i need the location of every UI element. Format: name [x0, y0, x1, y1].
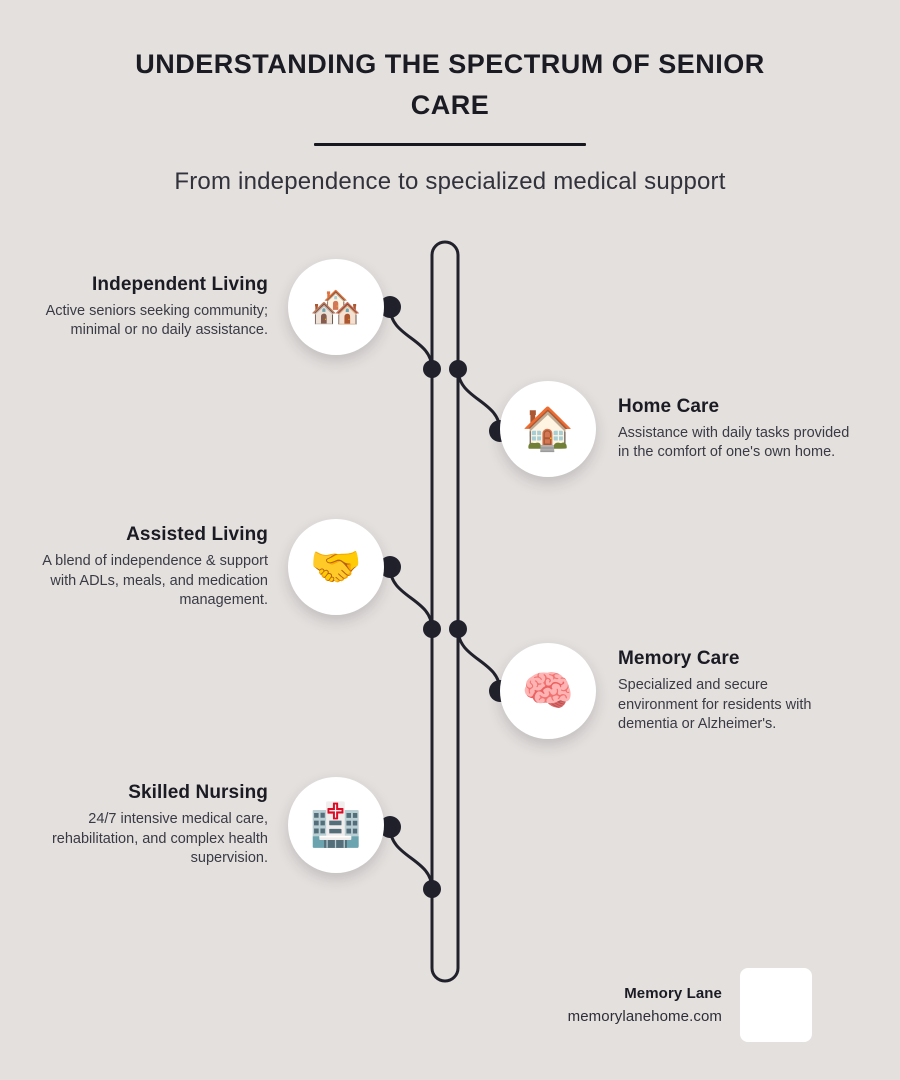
junction-dot-5	[423, 880, 441, 898]
brand-logo	[740, 968, 812, 1042]
junction-dot-3	[423, 620, 441, 638]
brain-icon: 🧠	[521, 667, 575, 714]
footer-text: Memory Lane memorylanehome.com	[568, 985, 740, 1025]
timeline-stage-assisted-living[interactable]: Assisted Living A blend of independence …	[36, 519, 384, 615]
house-icon: 🏠	[521, 405, 575, 452]
branch-independent-living	[388, 305, 434, 371]
stage-title: Skilled Nursing	[128, 782, 268, 804]
stage-icon-bubble: 🧠	[500, 643, 596, 739]
stage-title: Assisted Living	[126, 524, 268, 546]
stage-description: 24/7 intensive medical care, rehabilitat…	[51, 811, 268, 867]
stage-icon-bubble: 🏥	[288, 777, 384, 873]
branch-home-care	[456, 367, 502, 433]
stage-icon-bubble: 🏠	[500, 381, 596, 477]
stage-text: Memory Care Specialized and secure envir…	[596, 647, 850, 734]
timeline-stage-skilled-nursing[interactable]: Skilled Nursing 24/7 intensive medical c…	[36, 777, 384, 873]
stage-description: Active seniors seeking community; minima…	[45, 302, 268, 339]
junction-dot-4	[449, 620, 467, 638]
stage-icon-bubble: 🤝	[288, 519, 384, 615]
page-title: UNDERSTANDING THE SPECTRUM OF SENIOR CAR…	[135, 49, 765, 120]
header: UNDERSTANDING THE SPECTRUM OF SENIOR CAR…	[0, 0, 900, 196]
handshake-icon: 🤝	[309, 543, 363, 590]
stage-icon-bubble: 🏘️	[288, 259, 384, 355]
stage-title: Memory Care	[618, 648, 740, 670]
junction-dot-1	[423, 360, 441, 378]
title-divider	[314, 143, 586, 146]
branch-memory-care	[456, 627, 502, 693]
branch-assisted-living	[388, 565, 434, 631]
timeline-stage-independent-living[interactable]: Independent Living Active seniors seekin…	[36, 259, 384, 355]
page-subtitle: From independence to specialized medical…	[174, 168, 726, 195]
stage-description: Assistance with daily tasks provided in …	[618, 424, 850, 461]
stage-text: Skilled Nursing 24/7 intensive medical c…	[36, 781, 288, 868]
stage-text: Assisted Living A blend of independence …	[36, 523, 288, 610]
houses-icon: 🏘️	[309, 283, 363, 330]
stage-description: Specialized and secure environment for r…	[618, 677, 812, 733]
spine-track	[430, 240, 460, 983]
brand-name: Memory Lane	[624, 985, 722, 1002]
stage-text: Independent Living Active seniors seekin…	[36, 273, 288, 341]
timeline-stage-home-care[interactable]: 🏠 Home Care Assistance with daily tasks …	[500, 381, 850, 477]
branch-skilled-nursing	[388, 825, 434, 891]
timeline-stage-memory-care[interactable]: 🧠 Memory Care Specialized and secure env…	[500, 643, 850, 739]
stage-text: Home Care Assistance with daily tasks pr…	[596, 395, 850, 463]
stage-title: Home Care	[618, 396, 720, 418]
junction-dot-2	[449, 360, 467, 378]
hospital-icon: 🏥	[309, 801, 363, 848]
stage-description: A blend of independence & support with A…	[42, 553, 268, 609]
stage-title: Independent Living	[92, 274, 268, 296]
footer: Memory Lane memorylanehome.com	[500, 968, 812, 1042]
brand-url[interactable]: memorylanehome.com	[567, 1008, 722, 1025]
